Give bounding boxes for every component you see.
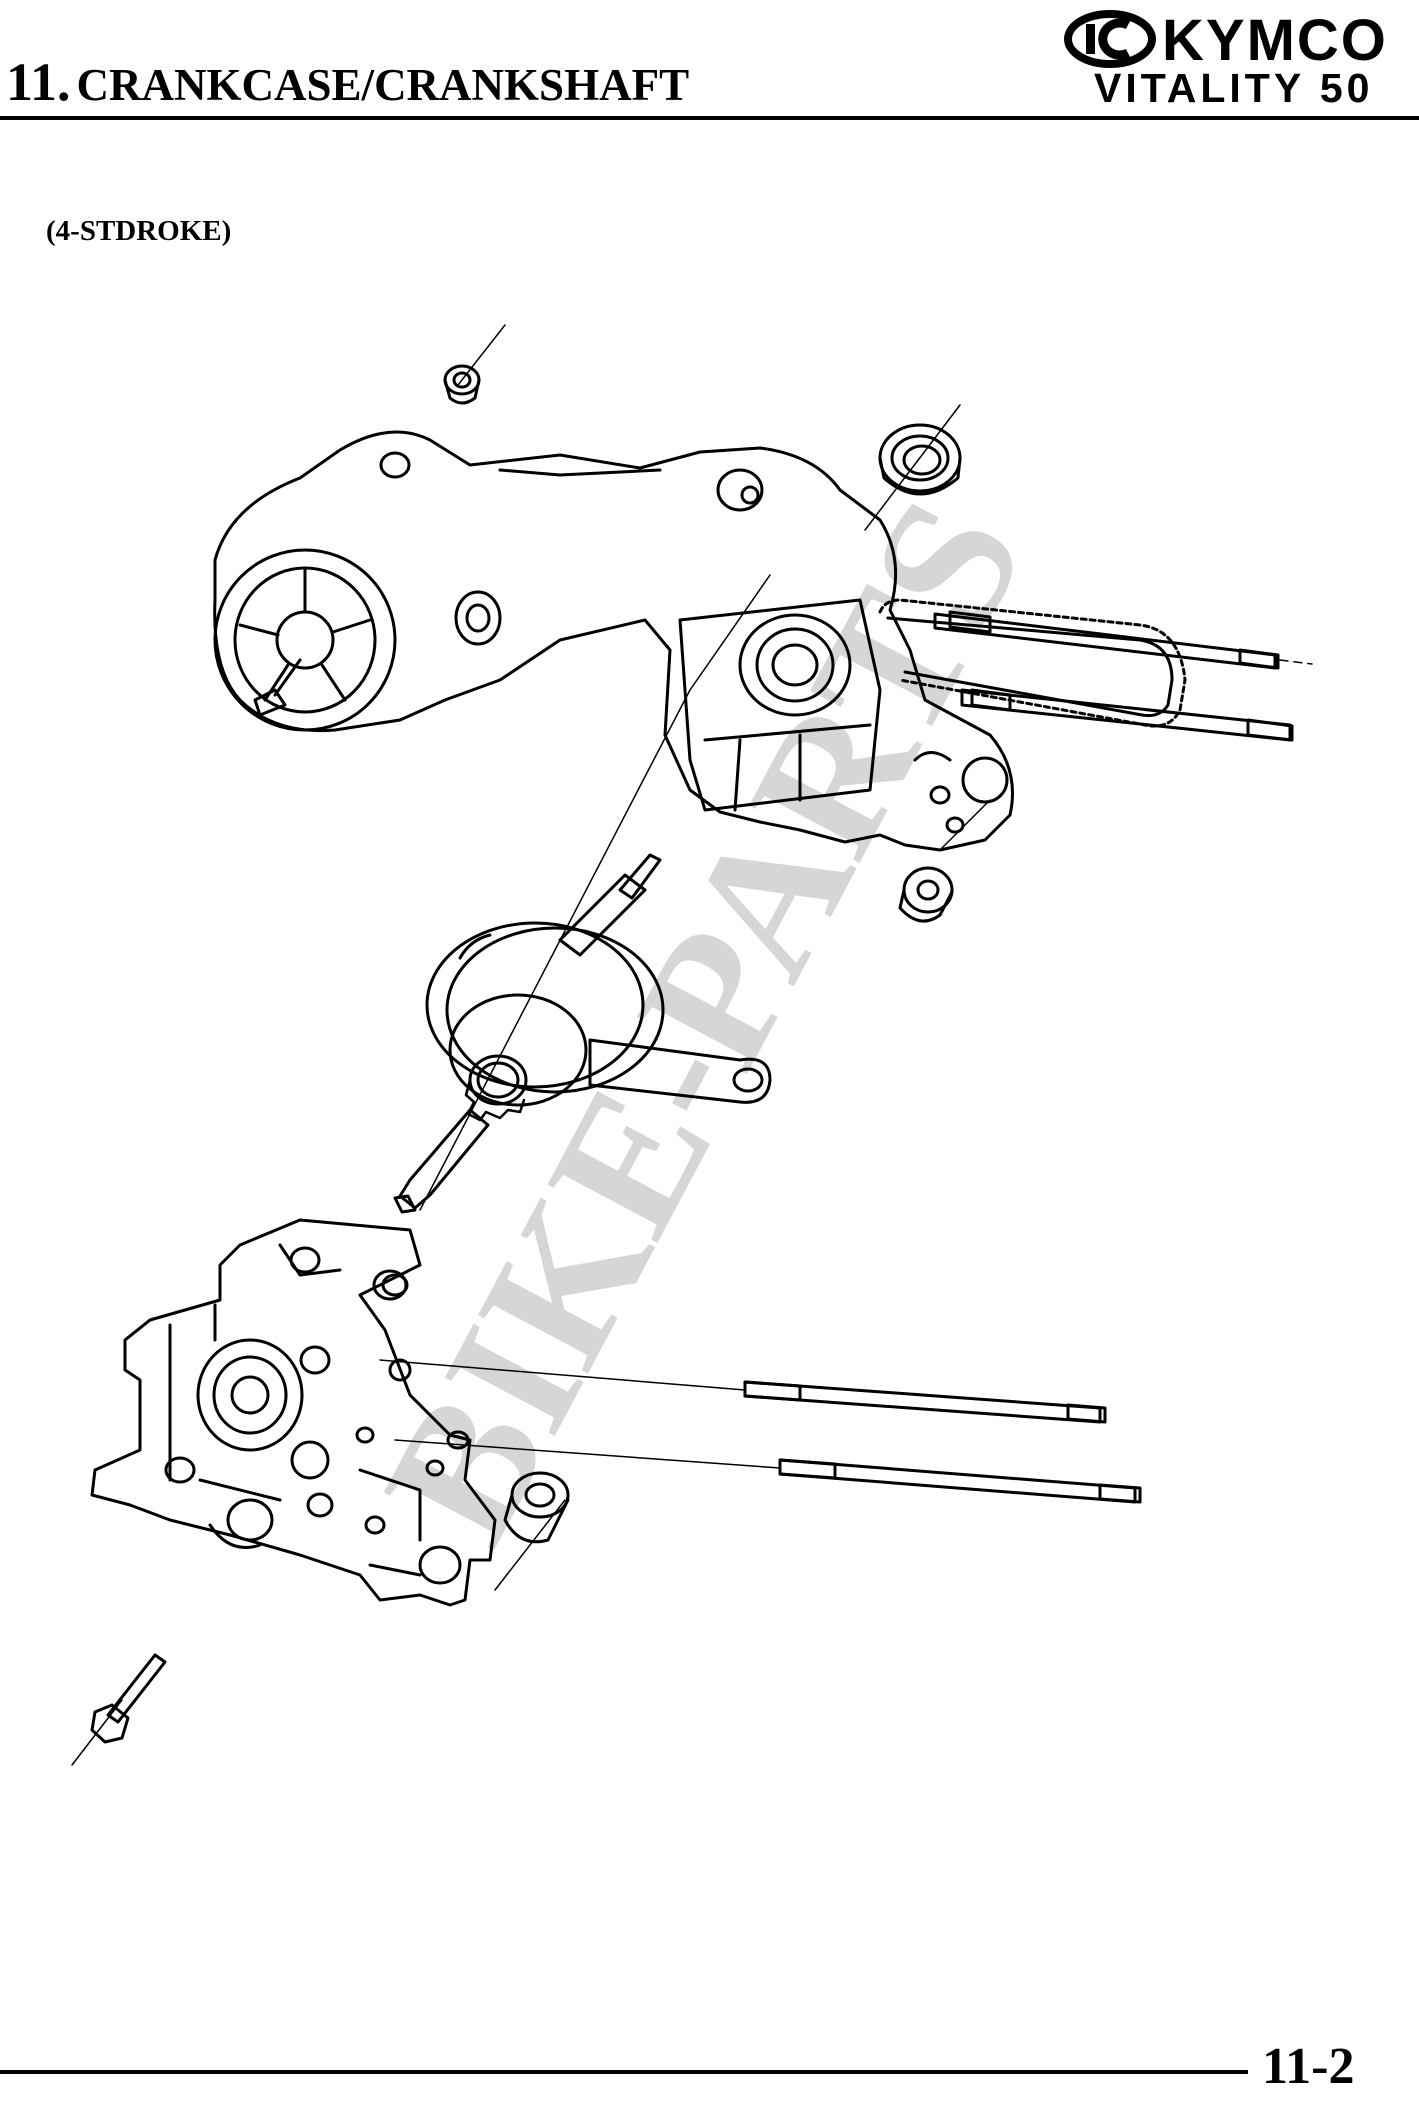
page-number: 11-2 (1262, 2038, 1355, 2095)
dowel-pins (381, 1273, 470, 1450)
upper-studs (933, 610, 1294, 742)
oil-seal-right (878, 423, 962, 496)
chapter-number: 11. (6, 52, 71, 112)
page-header: 11.CRANKCASE/CRANKSHAFT KYMCO VITALITY 5… (0, 0, 1419, 124)
watermark: BIKE-PARTS (344, 468, 1065, 1574)
ball-bearing-left (503, 1471, 570, 1544)
crankcase-crankshaft-exploded-view: BIKE-PARTS (71, 324, 1313, 1766)
chapter-title: 11.CRANKCASE/CRANKSHAFT (6, 50, 689, 114)
footer-rule (0, 2070, 1248, 2074)
brand-name: KYMCO (1162, 8, 1388, 73)
brand-block: KYMCO VITALITY 50 (1064, 4, 1416, 114)
right-crankcase-half (213, 430, 1014, 852)
crankcase-bolt (90, 1653, 167, 1744)
kymco-logo-icon (1064, 10, 1156, 68)
brand-model: VITALITY 50 (1094, 65, 1374, 111)
ball-bearing-right (898, 866, 954, 923)
chapter-name: CRANKCASE/CRANKSHAFT (76, 60, 690, 110)
section-subtitle: (4-STDROKE) (46, 215, 232, 247)
watermark-text: BIKE-PARTS (344, 468, 1065, 1574)
small-bearing-top (443, 364, 481, 405)
header-rule (0, 116, 1419, 120)
long-studs (743, 1380, 1142, 1504)
crankshaft (393, 853, 772, 1214)
